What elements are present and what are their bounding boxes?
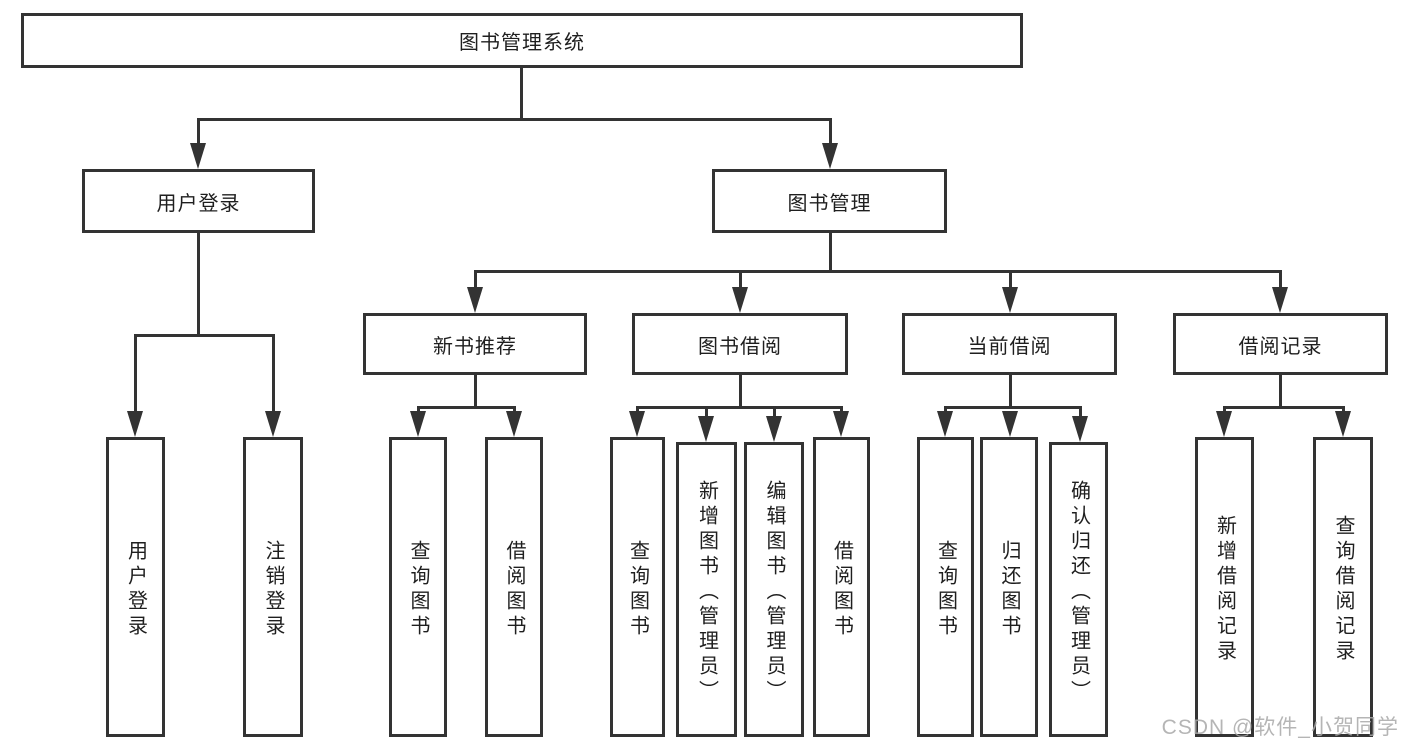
- connector-segment: [704, 405, 708, 420]
- node-user-login: 用户登录: [82, 169, 315, 233]
- connector-segment: [943, 405, 1082, 409]
- arrowhead-icon: [1272, 287, 1288, 313]
- leaf-confirm-return-admin: 确认归还（管理员）: [1049, 442, 1108, 737]
- leaf-label: 查询图书: [626, 540, 649, 640]
- connector-segment: [828, 233, 832, 273]
- node-label: 图书管理系统: [459, 32, 585, 54]
- node-label: 借阅记录: [1238, 335, 1323, 358]
- node-borrowing-records: 借阅记录: [1173, 313, 1388, 375]
- leaf-label: 查询图书: [407, 540, 429, 640]
- connector-segment: [271, 333, 275, 414]
- node-label: 新书推荐: [433, 335, 517, 358]
- connector-segment: [1008, 375, 1012, 409]
- node-label: 图书借阅: [698, 335, 782, 358]
- csdn-watermark: CSDN @软件_小贺同学: [1161, 716, 1399, 739]
- connector-segment: [473, 375, 477, 409]
- node-root-library-management-system: 图书管理系统: [21, 13, 1023, 68]
- node-current-borrowing: 当前借阅: [902, 313, 1117, 375]
- leaf-borrow-books: 借阅图书: [485, 437, 543, 737]
- node-label: 用户登录: [156, 192, 241, 215]
- arrowhead-icon: [410, 411, 426, 437]
- connector-segment: [1278, 269, 1282, 292]
- arrowhead-icon: [937, 411, 953, 437]
- connector-segment: [1008, 269, 1012, 292]
- node-new-book-recommendation: 新书推荐: [363, 313, 587, 375]
- connector-segment: [133, 333, 275, 337]
- arrowhead-icon: [629, 411, 645, 437]
- arrowhead-icon: [265, 411, 281, 437]
- arrowhead-icon: [190, 143, 206, 169]
- leaf-query-books: 查询图书: [389, 437, 447, 737]
- leaf-label: 确认归还（管理员）: [1067, 480, 1090, 705]
- connector-segment: [196, 233, 200, 337]
- connector-segment: [196, 117, 200, 146]
- connector-segment: [772, 405, 776, 420]
- connector-segment: [839, 405, 843, 416]
- connector-segment: [738, 269, 742, 292]
- leaf-label: 归还图书: [998, 540, 1020, 640]
- leaf-label: 查询图书: [934, 540, 957, 640]
- arrowhead-icon: [1002, 411, 1018, 437]
- connector-segment: [1278, 375, 1282, 409]
- leaf-add-books-admin: 新增图书（管理员）: [676, 442, 737, 737]
- connector-segment: [133, 333, 137, 414]
- arrowhead-icon: [1216, 411, 1232, 437]
- leaf-add-borrow-record: 新增借阅记录: [1195, 437, 1254, 737]
- arrowhead-icon: [698, 416, 714, 442]
- connector-segment: [416, 405, 516, 409]
- leaf-label: 新增借阅记录: [1213, 515, 1236, 665]
- leaf-logout: 注销登录: [243, 437, 303, 737]
- connector-segment: [828, 117, 832, 146]
- arrowhead-icon: [732, 287, 748, 313]
- leaf-label: 用户登录: [124, 540, 147, 640]
- leaf-label: 查询借阅记录: [1332, 515, 1354, 665]
- connector-segment: [473, 269, 477, 292]
- leaf-label: 注销登录: [262, 540, 284, 640]
- connector-segment: [1341, 405, 1345, 416]
- leaf-borrow-books: 借阅图书: [813, 437, 870, 737]
- node-book-management: 图书管理: [712, 169, 947, 233]
- arrowhead-icon: [506, 411, 522, 437]
- leaf-edit-books-admin: 编辑图书（管理员）: [744, 442, 804, 737]
- leaf-label: 借阅图书: [503, 540, 525, 640]
- arrowhead-icon: [127, 411, 143, 437]
- arrowhead-icon: [467, 287, 483, 313]
- connector-segment: [519, 68, 523, 120]
- arrowhead-icon: [1335, 411, 1351, 437]
- connector-segment: [196, 117, 832, 121]
- connector-segment: [1222, 405, 1226, 416]
- leaf-return-books: 归还图书: [980, 437, 1038, 737]
- arrowhead-icon: [766, 416, 782, 442]
- arrowhead-icon: [822, 143, 838, 169]
- node-label: 当前借阅: [967, 335, 1052, 358]
- leaf-label: 借阅图书: [830, 540, 853, 640]
- node-label: 图书管理: [787, 192, 872, 215]
- connector-segment: [738, 375, 742, 409]
- connector-segment: [943, 405, 947, 416]
- connector-segment: [635, 405, 843, 409]
- arrowhead-icon: [1002, 287, 1018, 313]
- leaf-query-borrow-record: 查询借阅记录: [1313, 437, 1373, 737]
- arrowhead-icon: [1072, 416, 1088, 442]
- node-book-borrowing: 图书借阅: [632, 313, 848, 375]
- connector-segment: [512, 405, 516, 416]
- connector-segment: [635, 405, 639, 416]
- leaf-user-login: 用户登录: [106, 437, 165, 737]
- connector-segment: [416, 405, 420, 416]
- leaf-label: 编辑图书（管理员）: [763, 480, 785, 705]
- arrowhead-icon: [833, 411, 849, 437]
- connector-segment: [473, 269, 1282, 273]
- leaf-query-books: 查询图书: [610, 437, 665, 737]
- leaf-query-books: 查询图书: [917, 437, 974, 737]
- connector-segment: [1222, 405, 1345, 409]
- leaf-label: 新增图书（管理员）: [695, 480, 718, 705]
- connector-segment: [1078, 405, 1082, 420]
